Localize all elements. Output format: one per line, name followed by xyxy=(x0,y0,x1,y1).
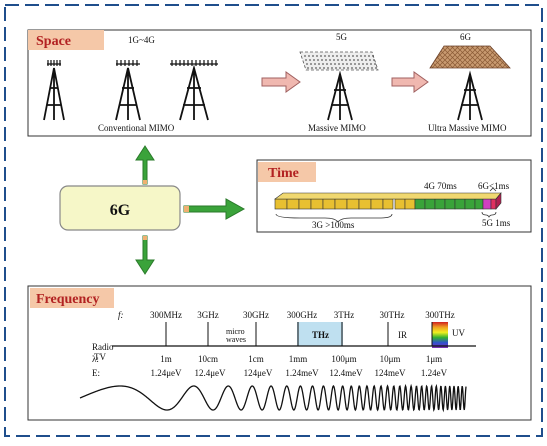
label-uv: UV xyxy=(452,328,465,338)
tower-icon-3 xyxy=(170,60,218,121)
center-6g-label: 6G xyxy=(110,202,131,219)
freq-label: 3THz xyxy=(334,310,355,320)
time-tag: Time xyxy=(258,162,316,182)
wavelength-label: 1cm xyxy=(248,354,264,364)
bracket-5g xyxy=(481,211,497,218)
freq-label: 30GHz xyxy=(243,310,269,320)
label-micro: micro xyxy=(226,327,245,336)
label-thz: THz xyxy=(312,330,329,340)
label-tv: TV xyxy=(94,352,106,362)
wavelength-label: 10μm xyxy=(380,354,401,364)
bracket-3g xyxy=(275,213,393,223)
frequency-panel: Frequency f: Radio TV micro waves THz IR… xyxy=(27,285,532,421)
time-panel: Time 4G 70ms 6G<1ms xyxy=(256,159,532,233)
space-tag-label: Space xyxy=(36,34,71,49)
time-label-3g: 3G >100ms xyxy=(312,220,355,230)
center-6g-box xyxy=(59,185,181,231)
energy-label: 12.4meV xyxy=(329,368,363,378)
tower-icon-1 xyxy=(43,60,65,121)
energy-label: 1.24meV xyxy=(285,368,319,378)
label-waves: waves xyxy=(226,335,246,344)
uv-rainbow xyxy=(432,322,448,348)
tick-300ghz: 300GHz xyxy=(287,310,318,346)
energy-label: 1.24μeV xyxy=(150,368,182,378)
time-label-6g: 6G<1ms xyxy=(478,181,510,191)
time-label-5g: 5G 1ms xyxy=(482,218,511,228)
label-1g4g: 1G~4G xyxy=(128,35,155,45)
label-6g-space: 6G xyxy=(460,32,472,42)
thz-band xyxy=(297,322,343,346)
frequency-panel-box xyxy=(27,285,532,421)
wavelength-label: 100μm xyxy=(331,354,356,364)
energy-label: 1.24eV xyxy=(421,368,448,378)
tick-3ghz: 3GHz xyxy=(197,310,219,346)
freq-label: 3GHz xyxy=(197,310,219,320)
ultra-massive-mimo-icon xyxy=(429,45,511,121)
wavelength-label: 1mm xyxy=(289,354,308,364)
lambda-symbol: λ: xyxy=(92,354,99,364)
label-ir: IR xyxy=(398,330,407,340)
tick-300thz: 300THz xyxy=(425,310,455,346)
chirp-wave xyxy=(79,383,467,413)
freq-label: 300THz xyxy=(425,310,455,320)
freq-label: 30THz xyxy=(380,310,405,320)
tick-30thz: 30THz xyxy=(380,310,405,346)
f-symbol: f: xyxy=(118,310,124,320)
space-panel: Space 1G~4G 5G 6G Conventional MIMO Mas xyxy=(27,29,532,137)
energy-label: 124μeV xyxy=(244,368,273,378)
label-ultra-massive-mimo: Ultra Massive MIMO xyxy=(428,123,507,133)
freq-label: 300MHz xyxy=(150,310,182,320)
tower-icon-2 xyxy=(115,60,141,121)
arrow-right-to-time xyxy=(183,198,246,220)
space-arrow-1 xyxy=(261,71,301,93)
tick-30ghz: 30GHz xyxy=(243,310,269,346)
energy-symbol: E: xyxy=(92,368,100,378)
wavelength-label: 10cm xyxy=(198,354,218,364)
arrow-down-to-frequency xyxy=(135,235,155,275)
energy-label: 12.4μeV xyxy=(194,368,226,378)
tick-300mhz: 300MHz xyxy=(150,310,182,346)
frequency-tag: Frequency xyxy=(30,288,114,308)
arrow-up-to-space xyxy=(135,145,155,185)
label-radio: Radio xyxy=(92,342,114,352)
latency-bar xyxy=(274,192,502,210)
massive-mimo-icon xyxy=(299,51,379,121)
center-6g: 6G xyxy=(59,145,246,275)
wavelength-label: 1μm xyxy=(426,354,442,364)
frequency-tag-label: Frequency xyxy=(36,292,100,307)
energy-label: 124meV xyxy=(375,368,406,378)
time-label-4g: 4G 70ms xyxy=(424,181,457,191)
label-massive-mimo: Massive MIMO xyxy=(308,123,366,133)
freq-label: 300GHz xyxy=(287,310,318,320)
wavelength-label: 1m xyxy=(160,354,172,364)
outer-frame xyxy=(4,4,543,437)
time-tag-label: Time xyxy=(268,166,299,181)
label-5g: 5G xyxy=(336,32,348,42)
space-tag: Space xyxy=(28,30,104,50)
label-conventional-mimo: Conventional MIMO xyxy=(98,123,175,133)
tick-3thz: 3THz xyxy=(334,310,355,346)
space-arrow-2 xyxy=(391,71,429,93)
